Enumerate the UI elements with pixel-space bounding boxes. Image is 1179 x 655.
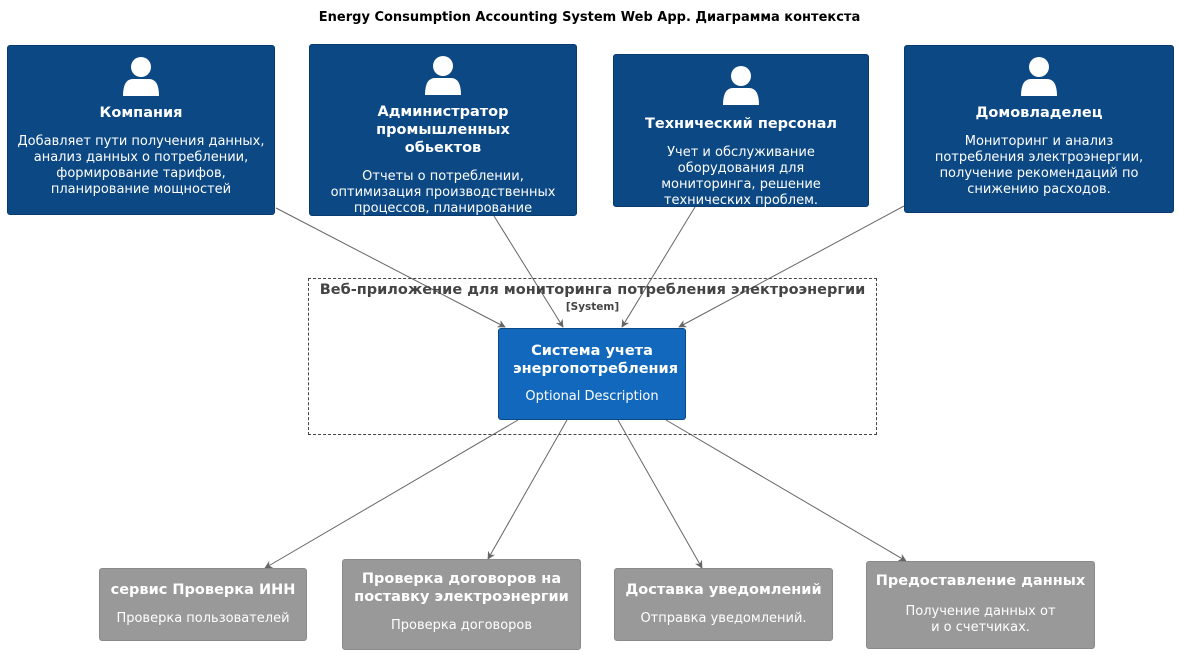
external-system-name: Предоставление данных <box>875 573 1086 589</box>
boundary-name: Веб-приложение для мониторинга потреблен… <box>319 282 866 298</box>
person-icon <box>1021 57 1057 96</box>
arrow-admin-to-system <box>493 215 564 328</box>
system-name: Система учета энергопотребления <box>513 343 679 377</box>
external-system-data-provision[interactable]: Предоставление данных Получение данных о… <box>866 561 1095 649</box>
external-system-name: Доставка уведомлений <box>625 582 822 598</box>
external-system-notifications[interactable]: Доставка уведомлений Отправка уведомлени… <box>614 568 833 641</box>
person-homeowner[interactable]: Домовладелец Мониторинг и анализ потребл… <box>904 45 1174 213</box>
diagram-title: Energy Consumption Accounting System Web… <box>318 10 861 25</box>
person-icon <box>425 56 461 95</box>
person-industrial-admin[interactable]: Администратор промышленных обьектов Отче… <box>309 44 577 232</box>
external-system-description: Отправка уведомлений. <box>640 611 807 626</box>
arrow-owner-to-system <box>678 205 905 328</box>
system-description: Optional Description <box>525 389 659 404</box>
person-icon <box>723 66 759 105</box>
arrow-system-to-contracts <box>487 419 568 560</box>
person-description: Мониторинг и анализ потребления электроэ… <box>934 134 1144 197</box>
person-description: Добавляет пути получения данных, анализ … <box>17 134 265 197</box>
external-system-name: Проверка договоров на поставку электроэн… <box>354 571 569 605</box>
person-name: Технический персонал <box>644 116 838 132</box>
person-description: Отчеты о потреблении, оптимизация произв… <box>330 169 556 232</box>
arrow-system-to-data <box>665 419 907 562</box>
main-system[interactable]: Система учета энергопотребления Optional… <box>498 328 686 420</box>
person-icon <box>123 57 159 96</box>
arrow-tech-to-system <box>621 206 696 328</box>
person-name: Домовладелец <box>975 105 1103 121</box>
arrow-company-to-system <box>275 207 506 328</box>
person-name: Администратор промышленных обьектов <box>376 104 510 156</box>
person-company[interactable]: Компания Добавляет пути получения данных… <box>7 45 275 215</box>
person-name: Компания <box>99 105 183 121</box>
boundary-type: [System] <box>565 301 620 313</box>
external-system-contract-check[interactable]: Проверка договоров на поставку электроэн… <box>342 559 581 650</box>
external-system-description: Проверка пользователей <box>116 611 290 626</box>
external-system-inn-check[interactable]: сервис Проверка ИНН Проверка пользовател… <box>99 568 307 641</box>
external-system-description: Проверка договоров <box>390 618 533 633</box>
arrow-system-to-notifications <box>617 419 703 569</box>
system-boundary: Веб-приложение для мониторинга потреблен… <box>308 278 877 435</box>
external-system-description: Получение данных от и о счетчиках. <box>905 604 1056 635</box>
external-system-name: сервис Проверка ИНН <box>110 582 296 598</box>
person-description: Учет и обслуживание оборудования для мон… <box>661 145 821 208</box>
person-technical-staff[interactable]: Технический персонал Учет и обслуживание… <box>613 54 869 208</box>
arrow-system-to-inn <box>264 419 519 569</box>
